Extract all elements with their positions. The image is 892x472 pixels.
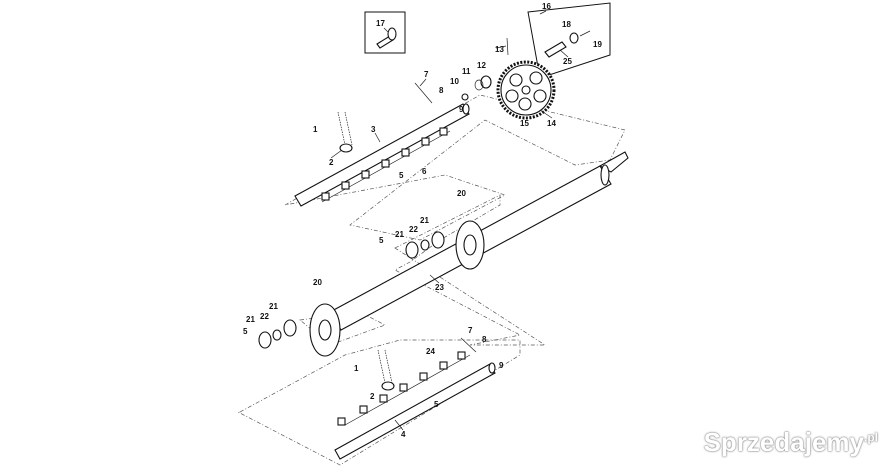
star-wheel-left [309, 303, 341, 357]
callout-5: 5 [243, 327, 248, 336]
sprocket-gear-part-14 [496, 60, 556, 120]
tine-clips-lower [337, 351, 466, 426]
callout-8: 8 [439, 86, 444, 95]
spring-part-2-upper [337, 111, 353, 153]
callout-21: 21 [420, 216, 429, 225]
spring-part-2-lower [377, 349, 395, 391]
callout-20: 20 [313, 278, 322, 287]
pin-part-8 [414, 82, 433, 104]
callout-15: 15 [520, 119, 529, 128]
callout-19: 19 [593, 40, 602, 49]
washer-part-10 [461, 93, 469, 101]
callout-7: 7 [424, 70, 429, 79]
flange-21-left [283, 319, 297, 337]
stub-shaft-icon [376, 27, 397, 49]
callout-20: 20 [457, 189, 466, 198]
pin-part-13 [506, 37, 509, 56]
callout-21: 21 [269, 302, 278, 311]
callout-16: 16 [542, 2, 551, 11]
shaft-part-4 [334, 363, 496, 460]
callout-21: 21 [395, 230, 404, 239]
drive-shaft-part-25 [544, 41, 567, 58]
callout-5: 5 [399, 171, 404, 180]
callout-9: 9 [459, 105, 464, 114]
callout-18: 18 [562, 20, 571, 29]
callout-2: 2 [329, 158, 334, 167]
bearing-part-18 [569, 32, 579, 44]
callout-22: 22 [409, 225, 418, 234]
callout-7: 7 [468, 326, 473, 335]
callout-10: 10 [450, 77, 459, 86]
bearing-22-left [272, 329, 282, 341]
star-wheel-right [455, 220, 485, 270]
callout-17: 17 [376, 19, 385, 28]
bearing-22 [420, 239, 430, 251]
inset-box-17 [364, 11, 406, 54]
callout-13: 13 [495, 45, 504, 54]
callout-11: 11 [462, 67, 471, 76]
dashed-panel-middle [394, 194, 547, 346]
callout-8: 8 [482, 335, 487, 344]
callout-6: 6 [422, 167, 427, 176]
callout-22: 22 [260, 312, 269, 321]
shaft-part-3 [294, 103, 470, 207]
callout-2: 2 [370, 392, 375, 401]
tine-clips-upper [321, 127, 448, 201]
callout-12: 12 [477, 61, 486, 70]
callout-24: 24 [426, 347, 435, 356]
pin-part-8-lower [460, 337, 477, 353]
dashed-panel-top [284, 94, 626, 241]
callout-5: 5 [434, 400, 439, 409]
callout-9: 9 [499, 361, 504, 370]
watermark-suffix: .pl [864, 430, 878, 445]
bearing-part-12 [480, 75, 492, 89]
watermark-logo: Sprzedajemy.pl [704, 427, 878, 458]
leader-lines [330, 10, 569, 431]
callout-4: 4 [401, 430, 406, 439]
callout-1: 1 [313, 125, 318, 134]
bearing-housing-21-left [258, 331, 272, 349]
callout-25: 25 [563, 57, 572, 66]
bolt-part-19 [579, 30, 591, 37]
callout-21: 21 [246, 315, 255, 324]
ring-part-11 [474, 79, 484, 91]
inset-box-16 [527, 2, 611, 79]
dashed-panel-bottom [237, 339, 521, 466]
watermark-text: Sprzedajemy [703, 427, 864, 457]
callout-5: 5 [379, 236, 384, 245]
callout-14: 14 [547, 119, 556, 128]
bearing-housing-21 [405, 241, 419, 259]
flange-21 [431, 231, 445, 249]
callout-3: 3 [371, 125, 376, 134]
callout-23: 23 [435, 283, 444, 292]
callout-1: 1 [354, 364, 359, 373]
